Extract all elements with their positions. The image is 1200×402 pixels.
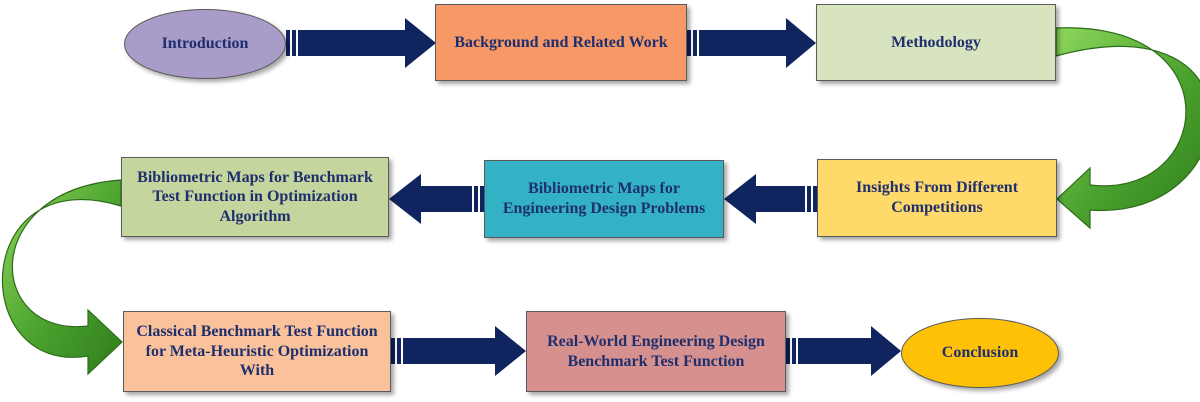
arrow-methodology-to-insights — [1055, 27, 1200, 230]
node-insights: Insights From Different Competitions — [817, 159, 1057, 237]
node-background-label: Background and Related Work — [454, 33, 668, 51]
arrow-background-to-methodology — [687, 18, 816, 68]
node-engineering-maps: Bibliometric Maps for Engineering Design… — [484, 160, 724, 238]
node-benchmark-maps: Bibliometric Maps for Benchmark Test Fun… — [121, 157, 389, 237]
node-benchmark-maps-label: Bibliometric Maps for Benchmark Test Fun… — [137, 168, 373, 225]
arrow-benchmark-maps-to-classical — [1, 179, 123, 376]
arrow-realworld-to-conclusion — [786, 326, 901, 376]
node-conclusion: Conclusion — [901, 318, 1059, 388]
node-realworld-label: Real-World Engineering Design Benchmark … — [547, 332, 765, 370]
node-engineering-maps-label: Bibliometric Maps for Engineering Design… — [502, 180, 706, 217]
node-background: Background and Related Work — [435, 4, 687, 81]
node-realworld: Real-World Engineering Design Benchmark … — [526, 311, 786, 392]
arrow-insights-to-engineering-maps — [724, 174, 817, 224]
node-introduction: Introduction — [124, 9, 286, 79]
node-introduction-label: Introduction — [161, 35, 249, 53]
node-methodology-label: Methodology — [891, 33, 981, 51]
arrow-engineering-maps-to-benchmark-maps — [389, 174, 484, 224]
node-classical-label: Classical Benchmark Test Function for Me… — [136, 323, 378, 380]
node-methodology: Methodology — [816, 4, 1056, 81]
node-conclusion-label: Conclusion — [941, 344, 1019, 362]
node-classical: Classical Benchmark Test Function for Me… — [123, 311, 391, 392]
node-insights-label: Insights From Different Competitions — [855, 179, 1019, 216]
arrow-introduction-to-background — [286, 18, 436, 68]
arrow-classical-to-realworld — [391, 326, 526, 376]
